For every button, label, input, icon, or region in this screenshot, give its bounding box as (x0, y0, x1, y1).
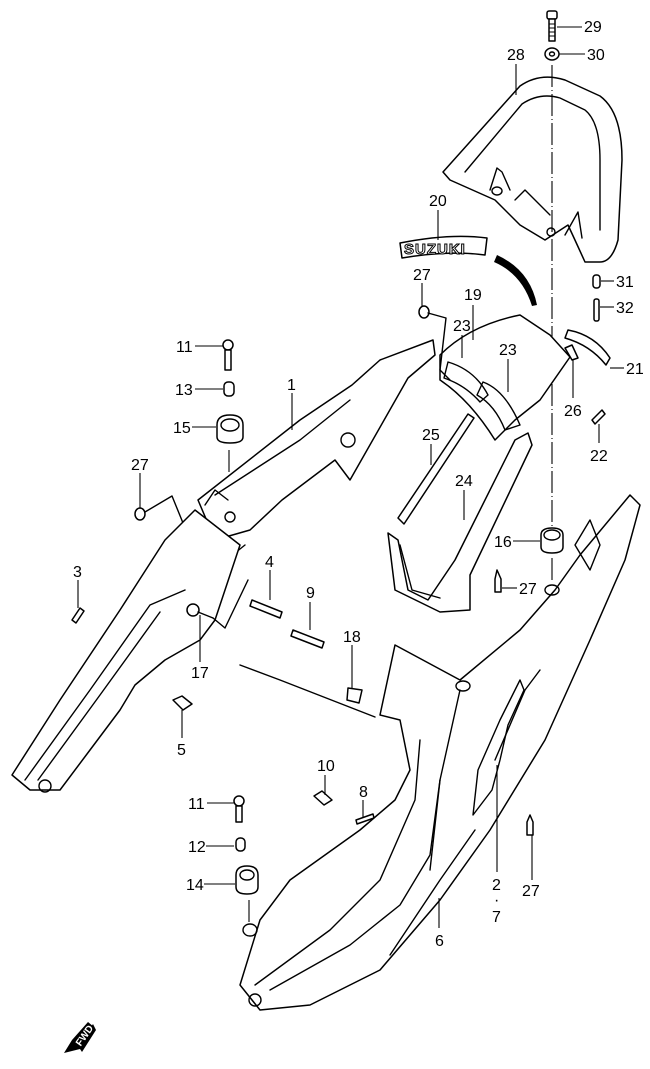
callout-32[interactable]: 32 (616, 300, 634, 317)
part-13-spacer[interactable] (223, 381, 235, 397)
callout-31[interactable]: 31 (616, 274, 634, 291)
callout-27-upper[interactable]: 27 (413, 267, 431, 284)
callout-9[interactable]: 9 (306, 585, 315, 602)
part-27-fastener-mid[interactable] (494, 569, 502, 593)
callout-3[interactable]: 3 (73, 564, 82, 581)
callout-19[interactable]: 19 (464, 287, 482, 304)
callout-14[interactable]: 14 (186, 877, 204, 894)
callout-1[interactable]: 1 (287, 377, 296, 394)
part-27-fastener-upper[interactable] (418, 305, 451, 381)
part-4-strip[interactable] (249, 599, 283, 619)
callout-8[interactable]: 8 (359, 784, 368, 801)
part-18-nut-clip[interactable] (346, 687, 363, 704)
part-20-suzuki-emblem[interactable]: SUZUKI (399, 235, 488, 259)
callout-23-left[interactable]: 23 (453, 318, 471, 335)
callout-17[interactable]: 17 (191, 665, 209, 682)
callout-20[interactable]: 20 (429, 193, 447, 210)
part-16-cushion[interactable] (540, 527, 564, 554)
part-14-cushion[interactable] (235, 865, 259, 895)
part-28-pillion-handle[interactable] (442, 76, 623, 263)
part-32-screw[interactable] (593, 298, 600, 322)
callout-2[interactable]: 2 (492, 877, 501, 894)
callout-23-right[interactable]: 23 (499, 342, 517, 359)
callout-25[interactable]: 25 (422, 427, 440, 444)
callout-2-7-separator: · (494, 892, 499, 909)
part-22-cushion[interactable] (591, 409, 606, 425)
callout-labels: 29 30 28 20 27 19 23 23 31 32 21 26 22 1… (73, 19, 644, 950)
emblem-text: SUZUKI (404, 241, 466, 258)
callout-26[interactable]: 26 (564, 403, 582, 420)
callout-24[interactable]: 24 (455, 473, 473, 490)
callout-27-mid[interactable]: 27 (519, 581, 537, 598)
part-29-bolt[interactable] (546, 10, 558, 42)
callout-18[interactable]: 18 (343, 629, 361, 646)
part-31-spacer[interactable] (592, 274, 601, 289)
part-26-nut-clip[interactable] (564, 344, 579, 361)
fwd-direction-arrow: FWD (64, 1022, 96, 1053)
part-11-screw-upper[interactable] (222, 339, 234, 371)
callout-29[interactable]: 29 (584, 19, 602, 36)
callout-15[interactable]: 15 (173, 420, 191, 437)
callout-12[interactable]: 12 (188, 839, 206, 856)
callout-11-lower[interactable]: 11 (188, 796, 205, 813)
callout-22[interactable]: 22 (590, 448, 608, 465)
leader-lines (77, 26, 624, 928)
part-21-cushion[interactable] (564, 329, 611, 366)
part-6-seat-tail-cover[interactable] (239, 494, 641, 1011)
callout-28[interactable]: 28 (507, 47, 525, 64)
callout-27-left[interactable]: 27 (131, 457, 149, 474)
callout-13[interactable]: 13 (175, 382, 193, 399)
part-15-cushion[interactable] (216, 414, 244, 444)
callout-27-lower[interactable]: 27 (522, 883, 540, 900)
part-10-pad[interactable] (313, 790, 333, 806)
part-17-screw[interactable] (186, 603, 214, 619)
part-19-tail-cover-center[interactable] (439, 314, 571, 441)
callout-6[interactable]: 6 (435, 933, 444, 950)
part-25-cushion[interactable] (397, 413, 475, 525)
part-9-strip[interactable] (290, 629, 325, 649)
part-30-washer[interactable] (544, 47, 560, 61)
part-27-fastener-lower[interactable] (526, 814, 534, 836)
callout-7[interactable]: 7 (492, 909, 501, 926)
black-trim-strip (494, 255, 537, 306)
left-side-cover[interactable] (11, 509, 241, 793)
callout-21[interactable]: 21 (626, 361, 644, 378)
callout-11-upper[interactable]: 11 (176, 339, 193, 356)
part-2-7-side-emblem (472, 679, 525, 816)
part-11-screw-lower[interactable] (233, 795, 245, 823)
part-5-pad[interactable] (172, 695, 193, 711)
part-3-pad[interactable] (71, 607, 85, 624)
part-1-frame-bracket[interactable] (197, 339, 436, 541)
part-12-spacer[interactable] (235, 837, 246, 852)
part-24-garnish[interactable] (387, 432, 533, 613)
callout-10[interactable]: 10 (317, 758, 335, 775)
callout-16[interactable]: 16 (494, 534, 512, 551)
callout-30[interactable]: 30 (587, 47, 605, 64)
callout-4[interactable]: 4 (265, 554, 274, 571)
callout-5[interactable]: 5 (177, 742, 186, 759)
